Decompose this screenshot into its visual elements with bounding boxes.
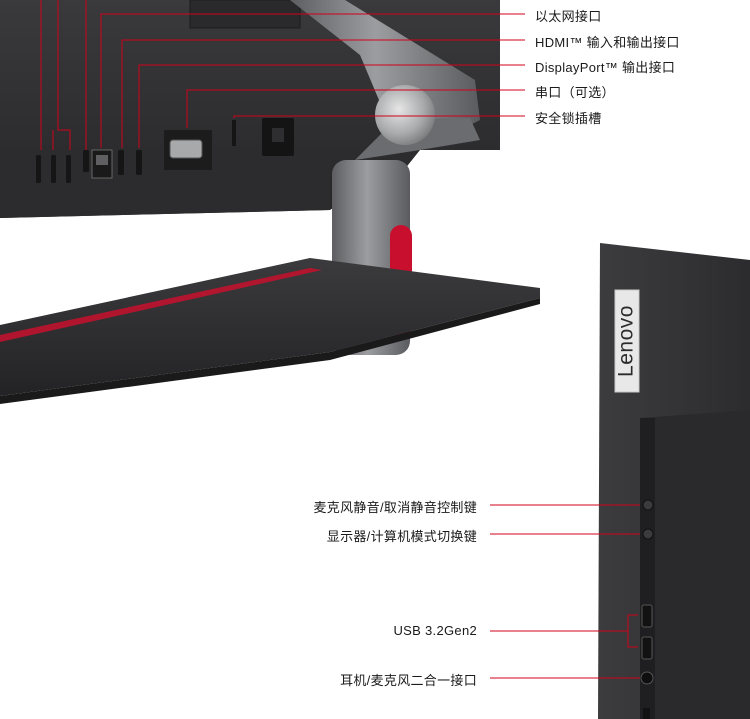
port-panel	[36, 118, 294, 183]
callout-displayport: DisplayPort™ 输出接口	[535, 60, 676, 75]
callout-usb: USB 3.2Gen2	[393, 623, 477, 638]
callout-lines	[40, 0, 640, 679]
usb-port-icon	[641, 604, 653, 628]
mode-switch-button-icon	[642, 528, 654, 540]
audio-jack-icon	[640, 671, 654, 685]
hinge-icon	[375, 85, 435, 145]
callout-serial: 串口（可选）	[535, 85, 615, 100]
lenovo-logo: Lenovo	[615, 305, 638, 377]
callout-mode-switch: 显示器/计算机模式切换键	[326, 529, 477, 544]
hdmi-port-icon	[118, 150, 124, 175]
callout-security-slot: 安全锁插槽	[535, 111, 602, 126]
callout-audio-jack: 耳机/麦克风二合一接口	[340, 673, 477, 688]
security-slot-icon	[232, 120, 236, 146]
callout-hdmi: HDMI™ 输入和输出接口	[535, 35, 680, 50]
stand-base	[0, 258, 540, 404]
displayport-port-icon	[136, 150, 142, 175]
usb-port-icon	[641, 636, 653, 660]
monitor-arm	[290, 0, 480, 160]
monitor-side-view: Lenovo	[598, 243, 750, 719]
callout-ethernet: 以太网接口	[535, 9, 602, 24]
callout-mic-mute: 麦克风静音/取消静音控制键	[313, 500, 477, 515]
serial-port-icon	[169, 139, 203, 159]
mic-mute-button-icon	[642, 499, 654, 511]
